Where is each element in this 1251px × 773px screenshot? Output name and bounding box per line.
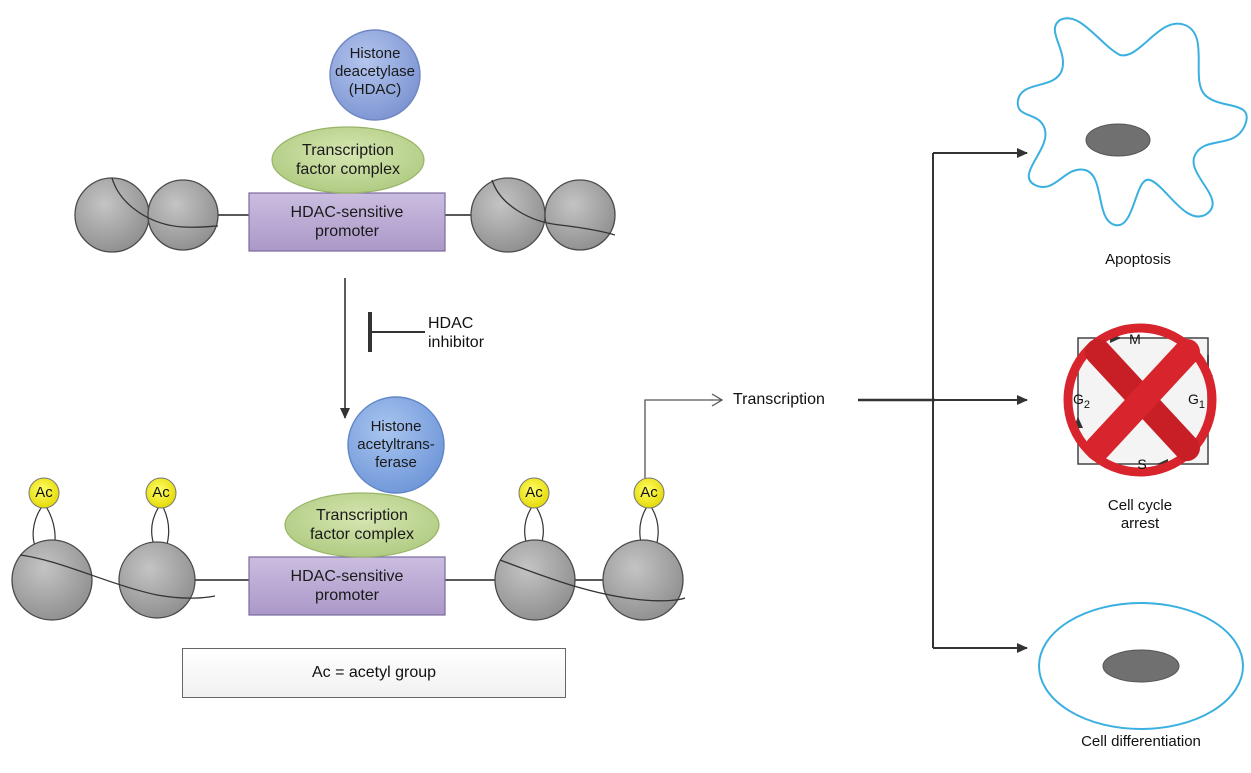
- nucleosome: [470, 177, 546, 253]
- transcription-start-arrow: [644, 393, 724, 478]
- differentiated-cell-outline: [1038, 602, 1244, 730]
- legend-box: Ac = acetyl group: [182, 648, 566, 698]
- promoter-top-label: HDAC-sensitive promoter: [290, 204, 404, 240]
- tf-complex-top-label: Transcription factor complex: [295, 142, 401, 178]
- acetyl-group: [28, 477, 60, 509]
- cell-cycle-arrest: [1063, 323, 1217, 477]
- nucleosome: [74, 177, 150, 253]
- acetyl-label: Ac: [152, 484, 170, 501]
- acetyl-label: Ac: [640, 484, 658, 501]
- acetyl-group: [633, 477, 665, 509]
- nucleosome: [602, 539, 684, 621]
- dna-wrap: [491, 179, 616, 236]
- cell-differentiation-label: Cell differentiation: [1081, 733, 1201, 750]
- hdac-enzyme: [329, 29, 421, 121]
- nucleosome: [494, 539, 576, 621]
- apoptotic-nucleus: [1085, 123, 1151, 157]
- acetyl-group: [518, 477, 550, 509]
- apoptotic-cell-outline: [1016, 17, 1248, 227]
- phase-g1-label: G1: [1188, 390, 1214, 414]
- stop-cross-stroke: [1085, 339, 1200, 461]
- differentiated-nucleus: [1102, 649, 1180, 683]
- dna-wrap: [111, 177, 219, 228]
- phase-g1-sub: 1: [1198, 398, 1206, 411]
- top-chromatin: [74, 29, 616, 253]
- nucleosome: [118, 541, 196, 619]
- acetyl-group: [145, 477, 177, 509]
- hdac-inhibitor-label: HDAC inhibitor: [428, 315, 485, 351]
- bottom-chromatin: [11, 396, 686, 621]
- phase-g2-sub: 2: [1083, 398, 1091, 411]
- hdac-enzyme-label: Histone deacetylase (HDAC): [334, 45, 416, 98]
- phase-s-label: S: [1137, 456, 1147, 472]
- tf-complex-bottom: [284, 492, 440, 558]
- promoter-bottom-label: HDAC-sensitive promoter: [290, 568, 404, 604]
- phase-g2-letter: G: [1073, 391, 1084, 407]
- dna-wrap: [499, 559, 686, 602]
- hat-enzyme: [347, 396, 445, 494]
- promoter-box-top: [248, 192, 446, 252]
- phase-g2-label: G2: [1073, 390, 1099, 414]
- apoptosis-label: Apoptosis: [1105, 251, 1171, 268]
- legend-text: Ac = acetyl group: [311, 664, 437, 681]
- tf-complex-bottom-label: Transcription factor complex: [309, 507, 415, 543]
- hat-enzyme-label: Histone acetyltrans- ferase: [357, 418, 435, 471]
- acetyl-label: Ac: [525, 484, 543, 501]
- nucleosome: [544, 179, 616, 251]
- nucleosome: [11, 539, 93, 621]
- phase-g1-letter: G: [1188, 391, 1199, 407]
- apoptotic-cell: [1016, 17, 1248, 227]
- phase-m-label: M: [1129, 331, 1141, 347]
- cell-cycle-arrest-label: Cell cycle arrest: [1107, 497, 1173, 532]
- promoter-box-bottom: [248, 556, 446, 616]
- transcription-arrows: [644, 148, 1028, 653]
- dna-wrap: [19, 554, 216, 599]
- transcription-label: Transcription: [733, 391, 825, 408]
- nucleosome: [147, 179, 219, 251]
- tf-complex-top: [271, 126, 425, 194]
- differentiated-cell: [1038, 602, 1244, 730]
- stop-circle: [1063, 323, 1217, 477]
- acetyl-label: Ac: [35, 484, 53, 501]
- inhibition-arrow: [340, 278, 425, 419]
